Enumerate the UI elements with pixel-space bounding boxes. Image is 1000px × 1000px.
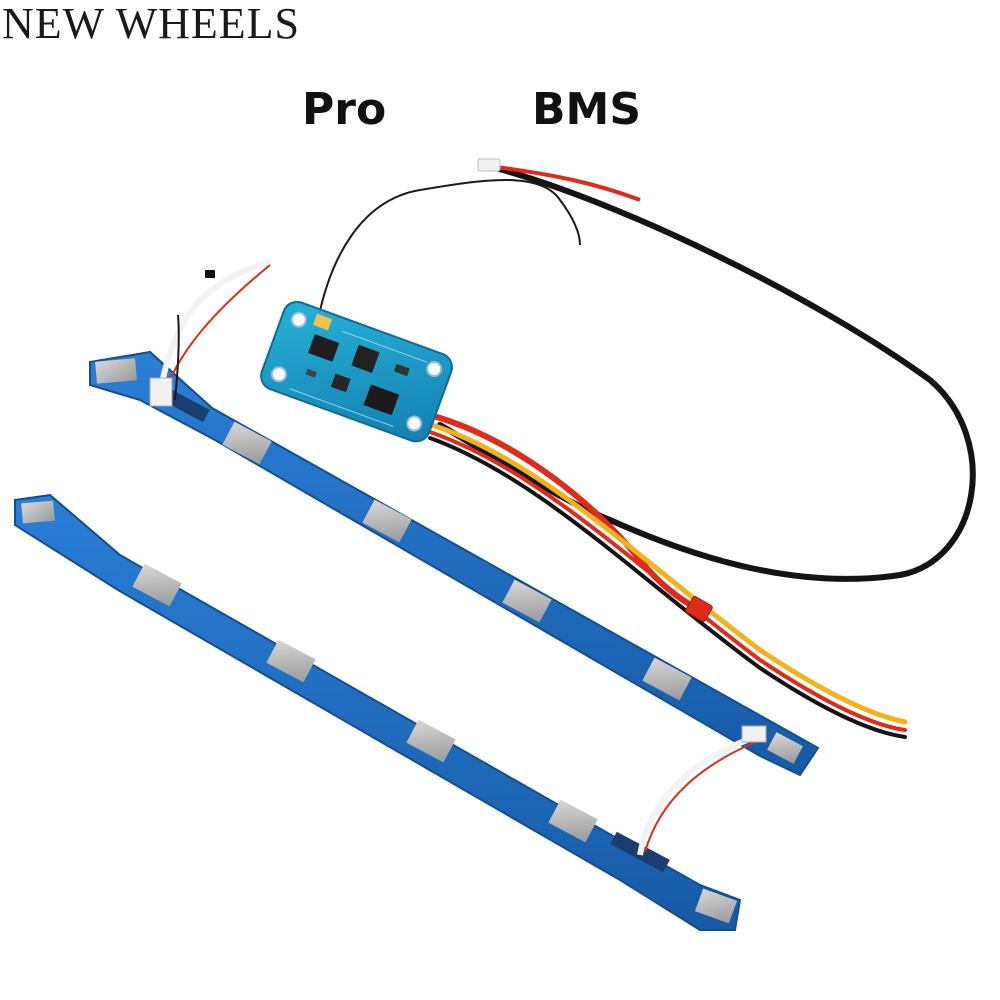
red-jst-connector bbox=[685, 595, 713, 623]
red-wire-top bbox=[487, 164, 641, 202]
balance-strip-upper bbox=[89, 350, 820, 777]
product-title-pro: Pro bbox=[302, 84, 387, 135]
black-output-wire bbox=[428, 436, 907, 739]
product-title-bms: BMS bbox=[532, 84, 642, 135]
upper-strip-connector bbox=[149, 377, 173, 407]
black-wire-loop bbox=[437, 163, 976, 582]
thin-sensor-wire bbox=[317, 179, 581, 321]
brand-watermark: NEW WHEELS bbox=[2, 0, 300, 48]
red-output-wire-2 bbox=[428, 430, 907, 732]
top-connector bbox=[477, 158, 501, 172]
bms-controller-board bbox=[260, 300, 453, 443]
lower-strip-connector bbox=[741, 725, 767, 743]
balance-strip-lower bbox=[14, 493, 742, 931]
upper-strip-wires bbox=[157, 259, 271, 396]
lower-strip-wires bbox=[637, 732, 762, 856]
